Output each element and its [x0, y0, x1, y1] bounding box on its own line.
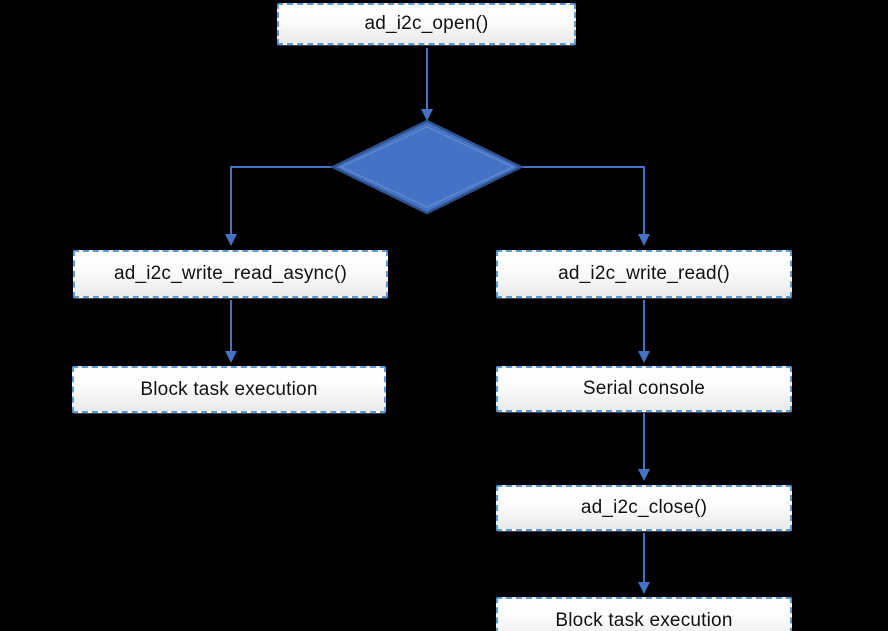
node-label: ad_i2c_close()	[580, 497, 708, 518]
node-serial-console: Serial console	[496, 366, 792, 412]
node-block-task-execution-left: Block task execution	[72, 366, 386, 413]
flow-arrow-async-to-block	[225, 300, 237, 363]
node-ad-i2c-close: ad_i2c_close()	[496, 485, 792, 531]
node-block-task-execution-right: Block task execution	[496, 597, 792, 631]
node-ad-i2c-write-read: ad_i2c_write_read()	[496, 250, 792, 298]
node-label: ad_i2c_write_read()	[558, 263, 730, 284]
node-ad-i2c-open: ad_i2c_open()	[277, 3, 576, 45]
flow-arrow-open-to-decision	[421, 48, 433, 121]
node-ad-i2c-write-read-async: ad_i2c_write_read_async()	[73, 250, 388, 298]
flow-arrow-decision-left	[225, 166, 333, 246]
decision-diamond	[330, 119, 524, 215]
node-label: Block task execution	[555, 609, 733, 631]
flow-arrow-writeread-to-serial	[638, 300, 650, 363]
node-label: Block task execution	[140, 378, 318, 400]
node-label: ad_i2c_write_read_async()	[113, 263, 348, 284]
node-label: Serial console	[582, 378, 706, 399]
flow-arrow-close-to-block	[638, 533, 650, 594]
flow-arrow-decision-right	[521, 166, 650, 246]
node-label: ad_i2c_open()	[364, 13, 489, 34]
flow-arrow-serial-to-close	[638, 413, 650, 481]
